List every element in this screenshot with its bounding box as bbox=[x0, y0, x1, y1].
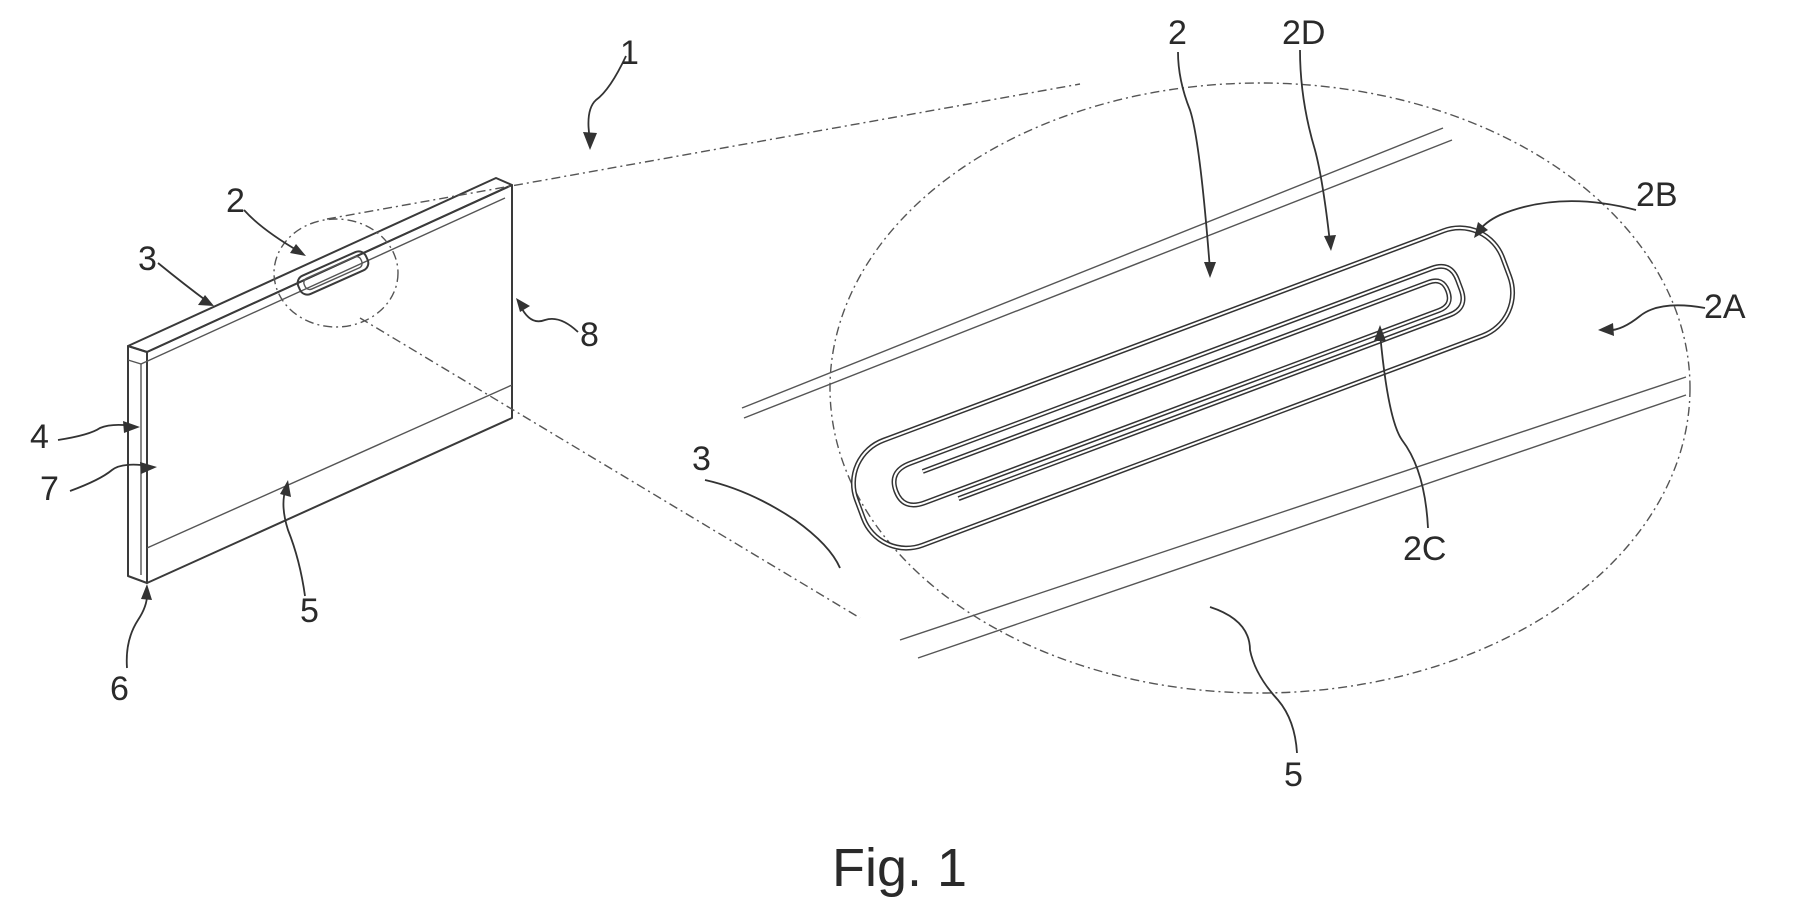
detail-edge-2 bbox=[744, 140, 1452, 418]
label-2A: 2A bbox=[1704, 288, 1746, 326]
leader-lines bbox=[58, 50, 1705, 753]
figure-caption: Fig. 1 bbox=[832, 838, 967, 898]
detail-edge-4 bbox=[918, 395, 1686, 658]
battery-cell bbox=[128, 178, 512, 583]
detail-view bbox=[742, 83, 1690, 693]
outer-groove bbox=[840, 215, 1526, 562]
label-6: 6 bbox=[110, 670, 129, 708]
label-2B: 2B bbox=[1636, 176, 1678, 214]
seal-pattern bbox=[840, 215, 1526, 562]
projection-line-top bbox=[327, 84, 1080, 219]
detail-circle bbox=[274, 219, 398, 327]
label-2D: 2D bbox=[1282, 14, 1325, 52]
label-7: 7 bbox=[40, 470, 59, 508]
small-seal bbox=[295, 249, 371, 297]
top-face bbox=[128, 178, 512, 352]
bottom-edge-line bbox=[147, 385, 512, 548]
top-edge-line bbox=[141, 198, 505, 364]
open-end-edge bbox=[128, 360, 141, 575]
label-5-small: 5 bbox=[300, 592, 319, 630]
projection-line-bottom bbox=[360, 318, 860, 618]
label-1: 1 bbox=[620, 34, 639, 72]
label-3-small: 3 bbox=[138, 240, 157, 278]
label-2C: 2C bbox=[1403, 530, 1446, 568]
label-4: 4 bbox=[30, 418, 49, 456]
label-5-detail: 5 bbox=[1284, 756, 1303, 794]
label-2-small: 2 bbox=[226, 182, 245, 220]
label-2-detail: 2 bbox=[1168, 14, 1187, 52]
label-3-detail: 3 bbox=[692, 440, 711, 478]
label-8: 8 bbox=[580, 316, 599, 354]
reference-labels: 1 2 3 4 7 5 6 8 2 2D 2B 2A 2C 3 5 Fig. 1 bbox=[30, 14, 1746, 898]
